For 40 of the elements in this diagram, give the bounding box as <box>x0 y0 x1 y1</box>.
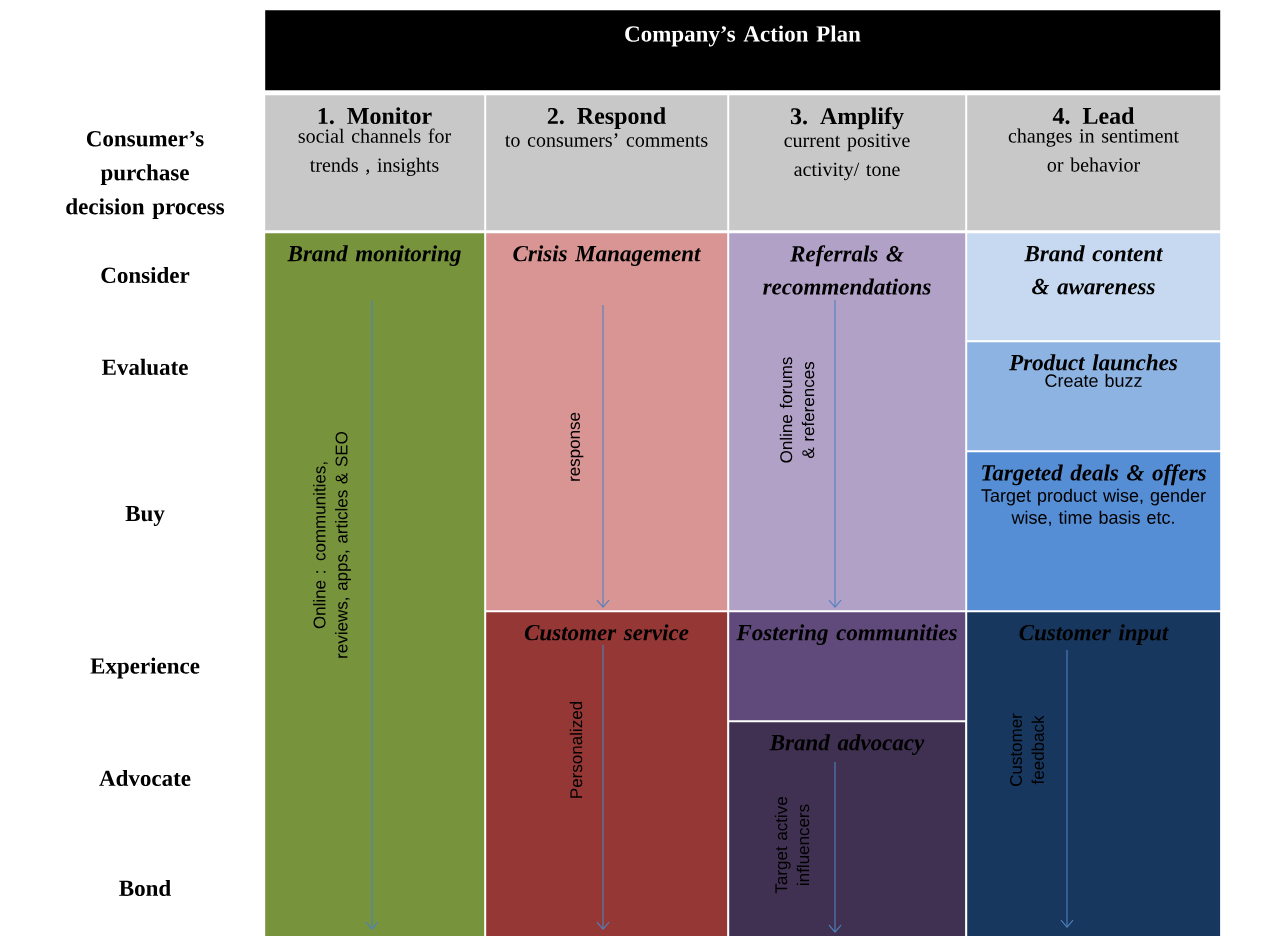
plan-cell: 4. Lead changes in sentiment or behavior <box>967 95 1221 231</box>
stage-label: Consider <box>101 266 190 284</box>
node-label: Customer feedback <box>1009 713 1045 786</box>
plan-cell: 1. Monitor social channels for trends , insights <box>265 95 485 231</box>
node-label: 1. Monitor <box>318 107 432 125</box>
stage-label: Buy <box>125 505 165 526</box>
plan-cell: Product launches Create buzz <box>967 342 1221 451</box>
plan-cell: Customer service Personalized <box>486 612 728 936</box>
node-label: Referrals & recommendations <box>763 245 931 295</box>
plan-cell: Fostering communities <box>729 612 966 721</box>
plan-cell: Brand content & awareness <box>967 233 1221 341</box>
node-label: Crisis Management <box>513 245 701 267</box>
node-label: current positive activity/ tone <box>784 133 910 181</box>
stage-label: Experience <box>90 657 200 679</box>
plan-cell: Brand advocacy Target active influencers <box>729 722 966 936</box>
plan-cell: Customer input Customer feedback <box>967 612 1221 936</box>
node-label: Personalized <box>569 701 583 798</box>
node-label: Online : communities, reviews, apps, articles & SEO <box>313 431 351 658</box>
column-heading: Consumer’s purchase decision process <box>66 130 225 220</box>
node-label: Customer input <box>1019 624 1169 646</box>
node-label: response <box>570 412 584 481</box>
plan-cell: Company’s Action Plan <box>265 10 1221 91</box>
node-label: 3. Amplify <box>790 107 904 130</box>
plan-cell: Targeted deals & offers Target product wise, gender wise, time basis etc. <box>967 452 1221 611</box>
node-label: Online forums & references <box>779 357 815 463</box>
node-label: Brand monitoring <box>287 245 461 267</box>
stage-label: Bond <box>119 879 171 897</box>
node-label: 2. Respond <box>547 107 666 129</box>
node-label: 4. Lead <box>1052 107 1135 125</box>
plan-cell: 2. Respond to consumers’ comments <box>486 95 728 231</box>
node-label: to consumers’ comments <box>505 133 708 147</box>
plan-cell: Brand monitoring Online : communities, reviews, apps, articles & SEO <box>265 233 485 936</box>
node-label: changes in sentiment or behavior <box>1008 128 1179 172</box>
stage-label: Evaluate <box>101 358 188 376</box>
node-label: Customer service <box>524 624 689 641</box>
plan-cell: Referrals & recommendations Online forums & references <box>729 233 966 611</box>
stage-label: Advocate <box>99 769 191 787</box>
plan-cell: Crisis Management response <box>486 233 728 611</box>
plan-cell: 3. Amplify current positive activity/ tone <box>729 95 966 231</box>
node-label: social channels for trends , insights <box>298 128 451 176</box>
